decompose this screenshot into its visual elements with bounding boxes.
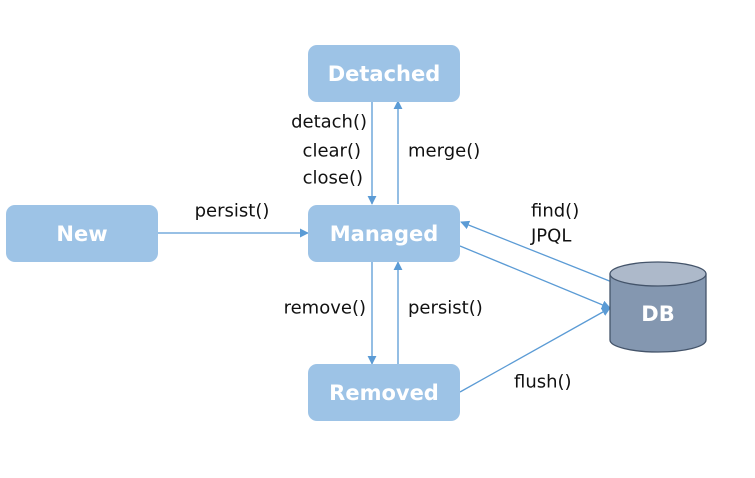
node-removed: Removed	[308, 364, 460, 421]
db-cylinder-top	[609, 261, 707, 287]
node-new: New	[6, 205, 158, 262]
node-removed-label: Removed	[329, 381, 439, 405]
edge-db-to-managed	[460, 220, 613, 283]
edge-label-close: close()	[303, 168, 363, 189]
edge-label-clear: clear()	[303, 141, 361, 162]
node-db-cylinder: DB	[609, 261, 707, 353]
node-managed-label: Managed	[330, 222, 439, 246]
node-detached-label: Detached	[328, 62, 441, 86]
edge-label-flush: flush()	[514, 372, 572, 393]
edge-label-remove: remove()	[284, 298, 366, 319]
edge-label-detach: detach()	[291, 112, 367, 133]
edge-label-merge: merge()	[408, 141, 480, 162]
edge-removed-to-db	[459, 307, 611, 393]
edge-label-persist-new: persist()	[195, 201, 270, 222]
node-managed: Managed	[308, 205, 460, 262]
node-db-label: DB	[641, 302, 674, 326]
edge-label-jpql: JPQL	[530, 226, 571, 247]
edge-label-persist-removed: persist()	[408, 298, 483, 319]
db-cylinder-body	[609, 273, 707, 353]
node-new-label: New	[56, 222, 107, 246]
edge-managed-to-db	[459, 245, 611, 310]
node-detached: Detached	[308, 45, 460, 102]
edge-label-find: find()	[531, 201, 579, 222]
